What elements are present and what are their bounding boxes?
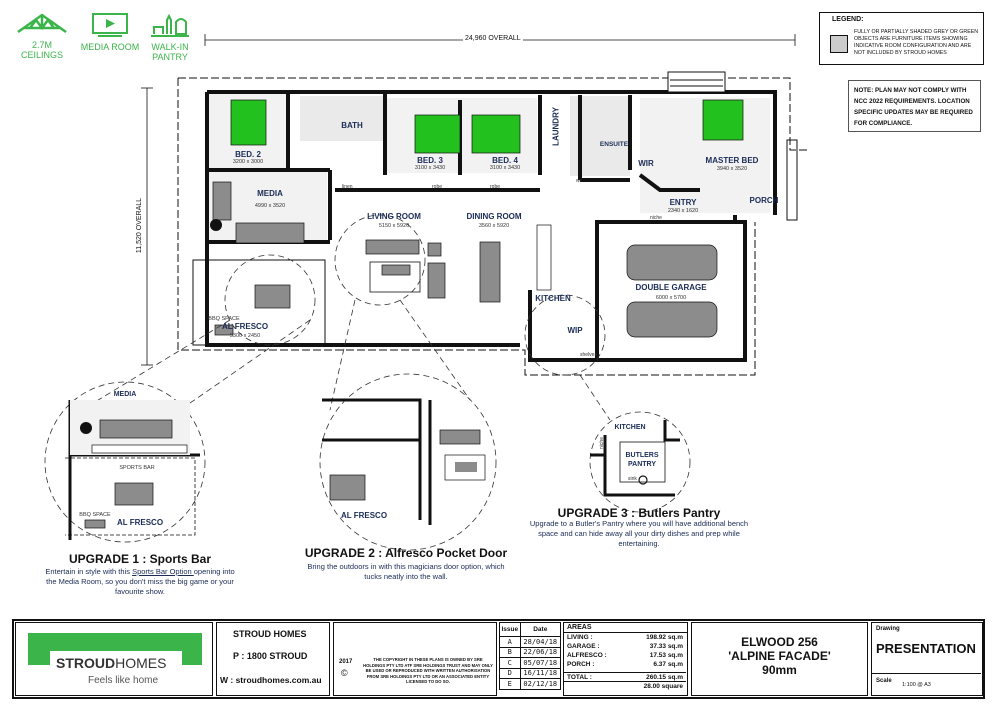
room-kitchen: KITCHEN xyxy=(535,294,571,303)
room-ensuite: ENSUITE xyxy=(599,141,629,148)
room-bed4: BED. 4 xyxy=(492,156,518,165)
room-living: LIVING ROOM xyxy=(367,212,421,221)
area-row: LIVING :198.92 sq.m xyxy=(567,634,683,641)
room-garage: DOUBLE GARAGE xyxy=(635,283,707,292)
logo-text: STROUDHOMES xyxy=(56,655,167,671)
room-entry: ENTRY xyxy=(669,198,697,207)
tv-icon xyxy=(92,13,128,37)
room-laundry: LAUNDRY xyxy=(551,107,561,146)
website-link[interactable]: W : stroudhomes.com.au xyxy=(220,675,322,685)
overall-width-dimension: 24,960 OVERALL xyxy=(463,35,523,42)
title-block xyxy=(12,619,985,699)
stroud-logo-icon xyxy=(28,633,202,665)
area-row: GARAGE :37.33 sq.m xyxy=(567,643,683,650)
upgrade-2-title: UPGRADE 2 : Alfresco Pocket Door xyxy=(304,546,508,560)
room-bath: BATH xyxy=(341,121,363,130)
overall-depth-dimension: 11,520 OVERALL xyxy=(136,195,144,256)
logo-box: STROUDHOMES Feels like home xyxy=(15,622,213,696)
room-master-bed: MASTER BED xyxy=(705,156,759,165)
upgrade-1-description: Entertain in style with this Sports Bar … xyxy=(45,567,235,596)
sports-bar-option-link[interactable]: Sports Bar Option xyxy=(132,567,194,576)
company-box: STROUD HOMES P : 1800 STROUD W : stroudh… xyxy=(216,622,330,696)
room-wip: WIP xyxy=(567,326,583,335)
drawing-box: Drawing PRESENTATION Scale 1:100 @ A3 xyxy=(871,622,983,696)
room-bed2: BED. 2 xyxy=(235,150,261,159)
upgrade-2-description: Bring the outdoors in with this magician… xyxy=(307,562,505,581)
copyright-box: 2017 © THE COPYRIGHT IN THESE PLANS IS O… xyxy=(333,622,497,696)
floor-plan-drawing xyxy=(44,34,810,551)
room-dining: DINING ROOM xyxy=(466,212,522,221)
area-row: ALFRESCO :17.53 sq.m xyxy=(567,652,683,659)
area-row: PORCH :6.37 sq.m xyxy=(567,661,683,668)
room-alfresco: AL FRESCO xyxy=(221,322,269,331)
feature-walk-in-pantry: WALK-IN PANTRY xyxy=(140,12,200,62)
roof-truss-icon xyxy=(17,13,67,34)
legend: LEGEND: FULLY OR PARTIALLY SHADED GREY O… xyxy=(819,12,984,65)
compliance-note: NOTE: PLAN MAY NOT COMPLY WITH NCC 2022 … xyxy=(848,80,981,132)
feature-media-room: MEDIA ROOM xyxy=(80,12,140,52)
room-wir: WIR xyxy=(638,159,654,168)
room-bed3: BED. 3 xyxy=(417,156,443,165)
room-media: MEDIA xyxy=(257,189,283,198)
upgrade-3-description: Upgrade to a Butler's Pantry where you w… xyxy=(529,519,749,548)
pantry-icon xyxy=(151,13,189,37)
upgrade-3-title: UPGRADE 3 : Butlers Pantry xyxy=(557,506,721,520)
feature-ceilings: 2.7M CEILINGS xyxy=(12,12,72,60)
legend-swatch xyxy=(830,35,848,53)
design-name-box: ELWOOD 256 'ALPINE FACADE' 90mm xyxy=(691,622,868,696)
room-porch: PORCH xyxy=(749,196,779,205)
upgrade-1-title: UPGRADE 1 : Sports Bar xyxy=(68,552,212,566)
